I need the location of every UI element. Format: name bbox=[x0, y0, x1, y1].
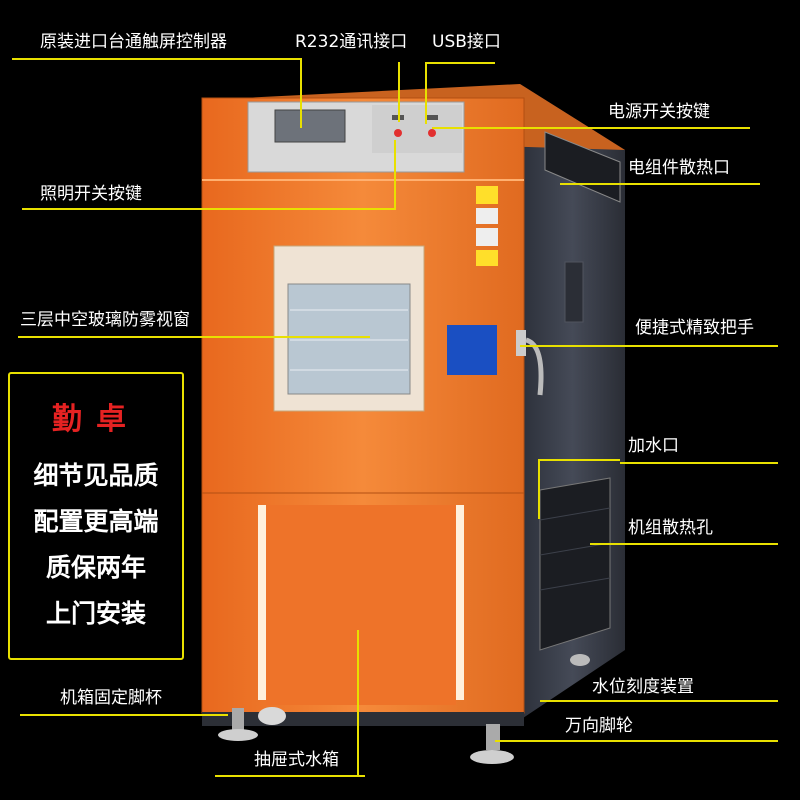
label-window: 三层中空玻璃防雾视窗 bbox=[20, 310, 190, 330]
label-power-switch: 电源开关按键 bbox=[608, 102, 710, 122]
promo-line-4: 上门安装 bbox=[45, 599, 146, 628]
promo-line-2: 配置更高端 bbox=[33, 507, 159, 536]
callout-line-light bbox=[22, 208, 396, 210]
light-switch-button bbox=[394, 129, 402, 137]
promo-box: 勤卓 细节见品质 配置更高端 质保两年 上门安装 bbox=[8, 372, 184, 660]
label-handle: 便捷式精致把手 bbox=[635, 318, 754, 338]
callout-line-power bbox=[432, 127, 750, 129]
promo-line-3: 质保两年 bbox=[45, 553, 146, 582]
label-water-tank: 抽屉式水箱 bbox=[254, 750, 339, 770]
label-light-switch: 照明开关按键 bbox=[40, 184, 142, 204]
callout-line-touch-controller bbox=[12, 58, 302, 60]
label-water-inlet: 加水口 bbox=[628, 436, 679, 456]
water-tank-drawer bbox=[266, 505, 456, 705]
info-plate bbox=[447, 325, 497, 375]
label-water-gauge: 水位刻度装置 bbox=[592, 677, 694, 697]
callout-line-caster bbox=[495, 740, 778, 742]
power-switch-button bbox=[428, 129, 436, 137]
touch-screen bbox=[274, 109, 346, 143]
callout-line-touch-controller-v bbox=[300, 58, 302, 128]
callout-line-water-inlet-v bbox=[538, 459, 540, 519]
callout-line-water-inlet bbox=[540, 459, 620, 461]
callout-line-handle bbox=[520, 345, 778, 347]
callout-line-foot-cup bbox=[20, 714, 228, 716]
callout-line-vent-top bbox=[560, 183, 760, 185]
side-vent bbox=[539, 477, 611, 651]
door-handle bbox=[516, 330, 526, 356]
label-vent-top: 电组件散热口 bbox=[628, 158, 730, 178]
label-caster: 万向脚轮 bbox=[565, 716, 633, 736]
caster bbox=[486, 724, 500, 750]
callout-line-window bbox=[18, 336, 370, 338]
label-foot-cup: 机箱固定脚杯 bbox=[60, 688, 162, 708]
promo-line-1: 细节见品质 bbox=[33, 461, 159, 490]
callout-line-usb bbox=[425, 62, 495, 64]
callout-line-vent-side bbox=[590, 543, 778, 545]
callout-line-water-tank bbox=[215, 775, 365, 777]
label-touch-controller: 原装进口台通触屏控制器 bbox=[40, 32, 227, 52]
callout-line-usb-v bbox=[425, 62, 427, 124]
callout-line-water-inlet-2 bbox=[620, 462, 778, 464]
label-vent-side: 机组散热孔 bbox=[628, 518, 713, 538]
label-usb: USB接口 bbox=[432, 32, 501, 52]
callout-line-water-gauge bbox=[540, 700, 778, 702]
brand-name: 勤卓 bbox=[52, 402, 140, 437]
foot-cup bbox=[232, 708, 244, 730]
callout-line-light-v bbox=[394, 140, 396, 210]
callout-line-rs232 bbox=[398, 62, 400, 122]
callout-line-water-tank-v bbox=[357, 630, 359, 776]
label-rs232: R232通讯接口 bbox=[295, 32, 408, 52]
